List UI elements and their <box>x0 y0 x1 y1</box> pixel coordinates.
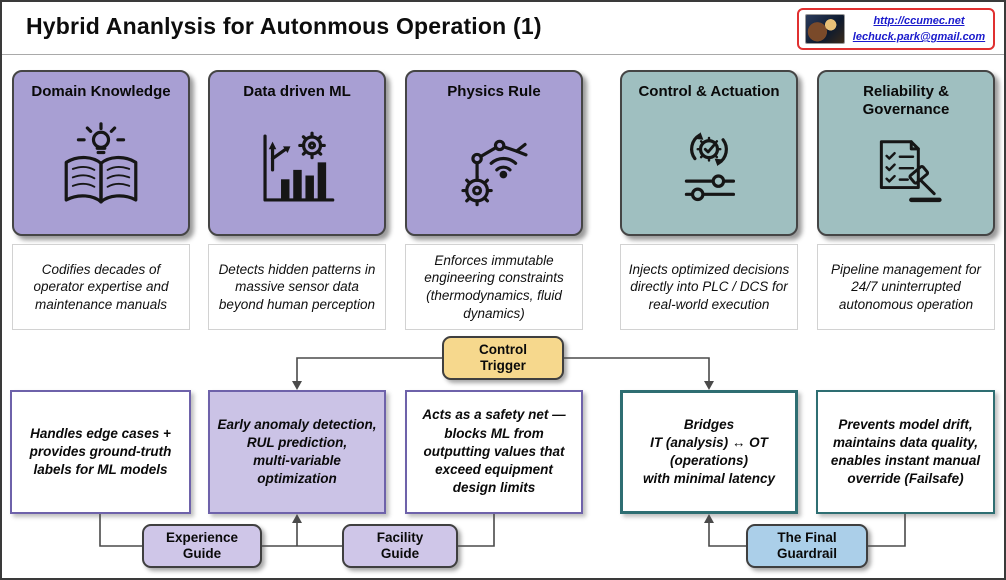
description-reliability-governance: Pipeline management for 24/7 uninterrupt… <box>817 244 995 330</box>
badge-experience-guide: Experience Guide <box>142 524 262 568</box>
card-physics-rule: Physics Rule <box>405 70 583 236</box>
card-title: Domain Knowledge <box>31 83 171 100</box>
description-domain-knowledge: Codifies decades of operator expertise a… <box>12 244 190 330</box>
credit-badge: http://ccumec.net lechuck.park@gmail.com <box>797 8 995 50</box>
open-book-lightbulb-icon <box>64 121 138 203</box>
description-physics-rule: Enforces immutable engineering constrain… <box>405 244 583 330</box>
card-domain-knowledge: Domain Knowledge <box>12 70 190 236</box>
gear-sync-sliders-icon <box>684 131 736 201</box>
card-title: Data driven ML <box>243 83 351 100</box>
role-box-physics-rule: Acts as a safety net — blocks ML from ou… <box>405 390 583 514</box>
title-divider <box>2 54 1004 55</box>
card-reliability-governance: Reliability & Governance <box>817 70 995 236</box>
card-title: Reliability & Governance <box>862 83 950 118</box>
description-data-driven-ml: Detects hidden patterns in massive senso… <box>208 244 386 330</box>
badge-final-guardrail: The Final Guardrail <box>746 524 868 568</box>
credit-url-link[interactable]: http://ccumec.net <box>873 14 965 27</box>
role-box-data-driven-ml: Early anomaly detection, RUL prediction,… <box>208 390 386 514</box>
description-control-actuation: Injects optimized decisions directly int… <box>620 244 798 330</box>
card-control-actuation: Control & Actuation <box>620 70 798 236</box>
card-title: Control & Actuation <box>638 83 780 100</box>
bar-chart-gear-arrows-icon <box>263 131 335 202</box>
robot-arm-gear-signal-icon <box>461 139 528 206</box>
role-box-control-actuation: Bridges IT (analysis) ↔ OT (operations) … <box>620 390 798 514</box>
page-title: Hybrid Ananlysis for Autonmous Operation… <box>26 13 542 39</box>
card-data-driven-ml: Data driven ML <box>208 70 386 236</box>
credit-email-link[interactable]: lechuck.park@gmail.com <box>852 31 986 43</box>
role-box-reliability-governance: Prevents model drift, maintains data qua… <box>816 390 995 514</box>
card-title: Physics Rule <box>447 83 541 100</box>
role-box-domain-knowledge: Handles edge cases + provides ground-tru… <box>10 390 191 514</box>
badge-control-trigger: Control Trigger <box>442 336 564 380</box>
checklist-gavel-icon <box>879 139 942 202</box>
credit-photo <box>805 14 845 44</box>
badge-facility-guide: Facility Guide <box>342 524 458 568</box>
